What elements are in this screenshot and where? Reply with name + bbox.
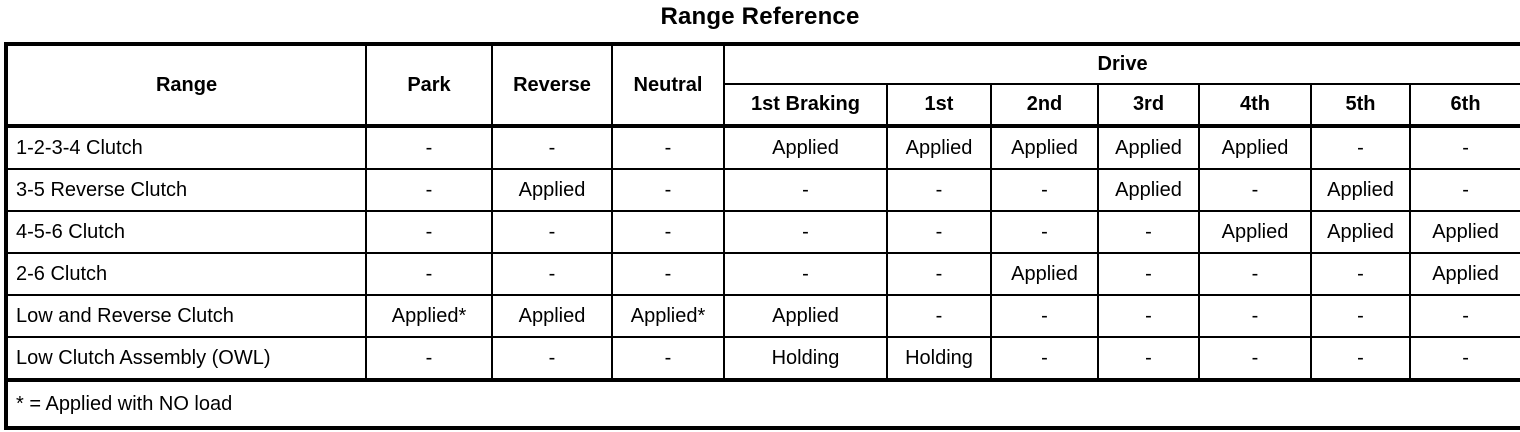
column-header-4th: 4th bbox=[1198, 83, 1312, 128]
status-cell: - bbox=[611, 252, 725, 296]
status-cell: Applied bbox=[491, 168, 613, 212]
row-label: 3-5 Reverse Clutch bbox=[5, 168, 367, 212]
column-header-range: Range bbox=[5, 43, 367, 128]
status-cell: - bbox=[365, 336, 493, 381]
status-cell: - bbox=[990, 210, 1099, 254]
status-cell: - bbox=[491, 252, 613, 296]
table-header: Range Park Reverse Neutral Drive 1st Bra… bbox=[5, 43, 1520, 128]
column-header-park: Park bbox=[365, 43, 493, 128]
status-cell: - bbox=[886, 252, 992, 296]
status-cell: - bbox=[365, 252, 493, 296]
table-footer: * = Applied with NO load bbox=[4, 378, 1520, 429]
status-cell: - bbox=[611, 125, 725, 170]
status-cell: Applied bbox=[1408, 252, 1520, 296]
status-cell: Applied bbox=[723, 125, 888, 170]
status-cell: - bbox=[886, 210, 992, 254]
status-cell: - bbox=[365, 210, 493, 254]
column-header-reverse: Reverse bbox=[491, 43, 613, 128]
status-cell: - bbox=[1310, 125, 1411, 170]
status-cell: Applied bbox=[1198, 210, 1312, 254]
status-cell: - bbox=[990, 294, 1099, 338]
column-header-1st-braking: 1st Braking bbox=[723, 83, 888, 128]
status-cell: - bbox=[723, 210, 888, 254]
status-cell: - bbox=[1310, 252, 1411, 296]
status-cell: - bbox=[1097, 294, 1200, 338]
column-header-3rd: 3rd bbox=[1097, 83, 1200, 128]
status-cell: - bbox=[1198, 294, 1312, 338]
status-cell: - bbox=[886, 168, 992, 212]
column-header-1st: 1st bbox=[886, 83, 992, 128]
status-cell: Applied* bbox=[365, 294, 493, 338]
status-cell: - bbox=[1408, 336, 1520, 381]
status-cell: - bbox=[611, 168, 725, 212]
table-row: 3-5 Reverse Clutch-Applied----Applied-Ap… bbox=[5, 168, 1520, 212]
status-cell: - bbox=[365, 125, 493, 170]
table-row: 2-6 Clutch-----Applied---Applied bbox=[5, 252, 1520, 296]
status-cell: Applied bbox=[1097, 168, 1200, 212]
status-cell: - bbox=[990, 336, 1099, 381]
status-cell: Applied* bbox=[611, 294, 725, 338]
table-title: Range Reference bbox=[660, 3, 860, 30]
status-cell: - bbox=[1310, 294, 1411, 338]
status-cell: - bbox=[723, 168, 888, 212]
status-cell: - bbox=[1198, 252, 1312, 296]
status-cell: Applied bbox=[723, 294, 888, 338]
status-cell: - bbox=[491, 125, 613, 170]
status-cell: Applied bbox=[990, 125, 1099, 170]
column-header-6th: 6th bbox=[1408, 83, 1520, 128]
status-cell: - bbox=[365, 168, 493, 212]
status-cell: - bbox=[886, 294, 992, 338]
status-cell: - bbox=[723, 252, 888, 296]
row-label: 1-2-3-4 Clutch bbox=[5, 125, 367, 170]
status-cell: Holding bbox=[723, 336, 888, 381]
status-cell: Applied bbox=[990, 252, 1099, 296]
row-label: 2-6 Clutch bbox=[5, 252, 367, 296]
row-label: Low and Reverse Clutch bbox=[5, 294, 367, 338]
row-label: Low Clutch Assembly (OWL) bbox=[5, 336, 367, 381]
status-cell: - bbox=[1198, 336, 1312, 381]
status-cell: Applied bbox=[491, 294, 613, 338]
status-cell: - bbox=[1097, 336, 1200, 381]
column-group-header-drive: Drive bbox=[722, 43, 1520, 85]
range-reference-table: Range Park Reverse Neutral Drive 1st Bra… bbox=[4, 42, 1520, 430]
table-footnote: * = Applied with NO load bbox=[4, 378, 1520, 429]
row-label: 4-5-6 Clutch bbox=[5, 210, 367, 254]
status-cell: - bbox=[1408, 168, 1520, 212]
status-cell: Applied bbox=[1310, 210, 1411, 254]
status-cell: - bbox=[1097, 210, 1200, 254]
status-cell: - bbox=[491, 336, 613, 381]
status-cell: Applied bbox=[1408, 210, 1520, 254]
footnote-row: * = Applied with NO load bbox=[4, 378, 1520, 429]
column-header-neutral: Neutral bbox=[611, 43, 725, 128]
status-cell: Applied bbox=[886, 125, 992, 170]
status-cell: Holding bbox=[886, 336, 992, 381]
status-cell: - bbox=[1408, 125, 1520, 170]
status-cell: - bbox=[611, 336, 725, 381]
column-header-2nd: 2nd bbox=[990, 83, 1099, 128]
column-header-5th: 5th bbox=[1310, 83, 1411, 128]
status-cell: - bbox=[1097, 252, 1200, 296]
status-cell: - bbox=[1310, 336, 1411, 381]
status-cell: - bbox=[491, 210, 613, 254]
status-cell: Applied bbox=[1198, 125, 1312, 170]
status-cell: - bbox=[611, 210, 725, 254]
status-cell: Applied bbox=[1310, 168, 1411, 212]
header-row-top: Range Park Reverse Neutral Drive bbox=[5, 43, 1520, 128]
status-cell: - bbox=[1198, 168, 1312, 212]
status-cell: - bbox=[1408, 294, 1520, 338]
status-cell: - bbox=[990, 168, 1099, 212]
status-cell: Applied bbox=[1097, 125, 1200, 170]
